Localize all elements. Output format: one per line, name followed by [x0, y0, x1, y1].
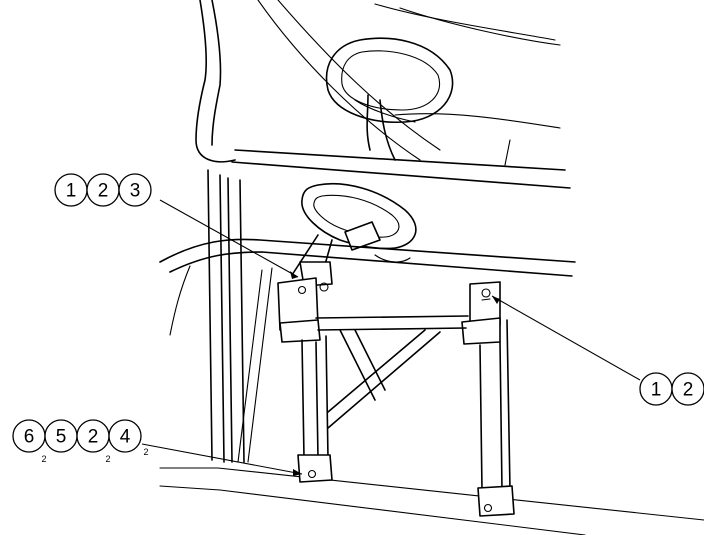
callout-label: 1 [66, 181, 77, 202]
callout-label: 2 [683, 380, 694, 401]
cross-members [315, 315, 469, 429]
callout-bubble-3: 3 [118, 173, 152, 207]
callout-bubble-1: 1 [54, 173, 88, 207]
leader-line [159, 199, 299, 278]
callout-group-top-left: 1 2 3 [54, 173, 299, 279]
callout-label: 3 [130, 181, 141, 202]
upper-belt-buckle [325, 37, 454, 161]
callout-label: 4 [120, 427, 131, 448]
callout-bubble-4: 4 2 [108, 419, 149, 457]
callout-label: 6 [24, 427, 35, 448]
floor-bars [159, 238, 704, 535]
leader-arrow [492, 296, 500, 304]
quantity-label: 2 [41, 454, 46, 464]
lower-belt-buckle [291, 182, 417, 287]
callout-bubble-2: 2 2 [76, 419, 111, 464]
seat-cushion [257, 0, 561, 166]
seat-frame [195, 0, 571, 463]
callout-bubble-1: 1 [639, 372, 673, 406]
leader-arrow [293, 469, 302, 476]
callout-bubble-5: 5 [44, 419, 78, 453]
callout-label: 5 [56, 427, 67, 448]
left-bracket-leg [277, 277, 333, 483]
quantity-label: 2 [143, 447, 148, 457]
callout-label: 2 [88, 427, 99, 448]
callout-group-bottom-left: 6 2 5 2 2 4 2 [12, 419, 303, 476]
callout-bubble-2: 2 [671, 372, 704, 406]
callout-bubble-6: 6 2 [12, 419, 47, 464]
callout-bubble-2: 2 [86, 173, 120, 207]
right-bracket-leg [461, 281, 515, 517]
leader-line [141, 443, 303, 475]
callout-label: 1 [651, 380, 662, 401]
leader-line [491, 295, 641, 381]
leader-arrow [290, 271, 298, 279]
callout-label: 2 [98, 181, 109, 202]
quantity-label: 2 [105, 454, 110, 464]
callout-group-right: 1 2 [491, 295, 704, 406]
